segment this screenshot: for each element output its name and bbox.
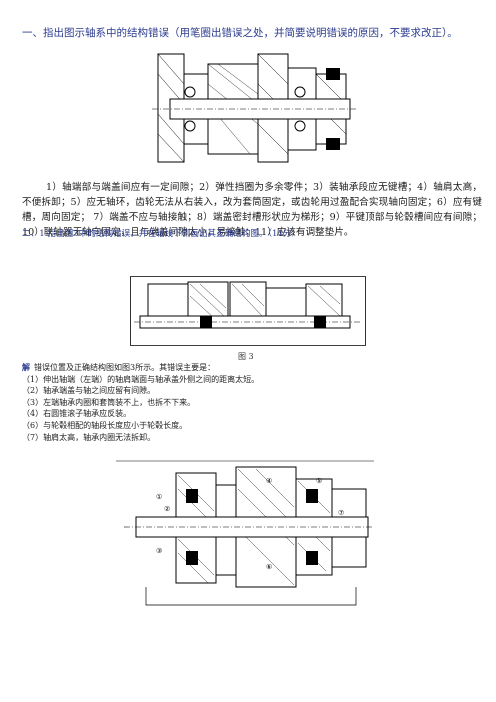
- error-item-7: （7）轴肩太高，轴承内圈无法拆卸。: [22, 432, 156, 442]
- error-item-6: （6）与轮毂相配的轴段长度应小于轮毂长度。: [22, 420, 188, 430]
- solution-label: 解: [22, 362, 30, 372]
- callout-2: ②: [164, 505, 170, 513]
- question1-answer: 1）轴端部与端盖间应有一定间隙；2）弹性挡圈为多余零件；3）装轴承段应无键槽；4…: [22, 182, 482, 238]
- figure3-caption: 图 3: [238, 352, 254, 361]
- callout-1: ①: [156, 493, 162, 501]
- error-item-3: （3）左端轴承内圈和套筒装不上，也拆不下来。: [22, 397, 196, 407]
- figure4-corrected-shaft: ① ② ③ ④ ⑤ ⑥ ⑦: [116, 459, 374, 609]
- error-item-2: （2）轴承端盖与轴之间应留有间隙。: [22, 386, 156, 396]
- callout-4: ④: [266, 477, 272, 485]
- callout-7: ⑦: [338, 509, 344, 517]
- callout-6: ⑥: [266, 563, 272, 571]
- question2-title: 二、1.指出图3中的结构错误，并在轴线下侧画出其正确结构图。（14分）: [22, 229, 301, 239]
- callout-3: ③: [156, 547, 162, 555]
- error-item-1: （1）伸出轴端（左端）的轴肩端面与轴承盖外侧之间的距离太短。: [22, 374, 260, 384]
- solution-intro: 错误位置及正确结构图如图3所示。其错误主要是：: [34, 363, 216, 372]
- figure3-shaft-drawing: [130, 276, 366, 346]
- solution-intro-line: 解错误位置及正确结构图如图3所示。其错误主要是：: [22, 362, 482, 374]
- solution-block: 解错误位置及正确结构图如图3所示。其错误主要是： （1）伸出轴端（左端）的轴肩端…: [22, 362, 482, 443]
- callout-5: ⑤: [316, 477, 322, 485]
- error-item-4: （4）右圆锥滚子轴承应反装。: [22, 409, 132, 419]
- question1-title: 一、指出图示轴系中的结构错误（用笔圈出错误之处，并简要说明错误的原因，不要求改正…: [22, 27, 458, 39]
- figure1-shaft-assembly: [150, 44, 360, 174]
